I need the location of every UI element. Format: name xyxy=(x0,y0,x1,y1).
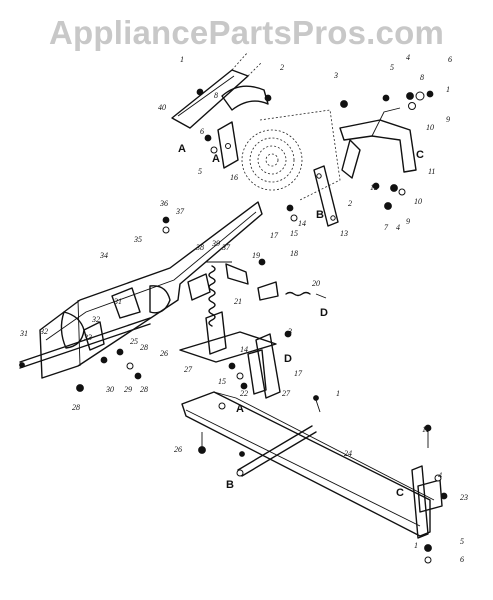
callout-5: 5 xyxy=(198,167,202,176)
callout-6: 6 xyxy=(448,55,452,64)
callout-20: 20 xyxy=(312,279,320,288)
callout-38: 38 xyxy=(195,243,204,252)
callout-9: 9 xyxy=(406,217,410,226)
callout-14: 14 xyxy=(298,219,306,228)
ref-letter-d: D xyxy=(320,307,328,319)
callout-40: 40 xyxy=(158,103,166,112)
callout-4: 4 xyxy=(396,223,400,232)
main-frame-assembly xyxy=(181,391,448,564)
callout-14: 14 xyxy=(240,345,248,354)
ref-letter-b: B xyxy=(316,209,324,221)
spring-pivot-assembly xyxy=(179,258,327,399)
callout-12: 12 xyxy=(370,183,378,192)
callout-6: 6 xyxy=(460,555,464,564)
ref-letter-d: D xyxy=(284,353,292,365)
callout-19: 19 xyxy=(252,251,260,260)
callout-10: 10 xyxy=(414,197,422,206)
ref-letter-a: A xyxy=(236,403,244,415)
callout-31: 31 xyxy=(113,297,122,306)
callout-23: 23 xyxy=(460,493,468,502)
callout-4: 4 xyxy=(406,53,410,62)
callout-29: 29 xyxy=(124,385,132,394)
callout-32: 32 xyxy=(91,315,100,324)
ref-letter-c: C xyxy=(396,487,404,499)
callout-28: 28 xyxy=(140,385,148,394)
callout-22: 22 xyxy=(240,389,248,398)
callout-37: 37 xyxy=(221,243,231,252)
reference-letters: A A A B B C C D D xyxy=(178,143,424,499)
callout-1: 1 xyxy=(446,85,450,94)
blade-assembly xyxy=(19,201,263,392)
upper-mount-assembly xyxy=(171,51,434,227)
hardware-stack-upper-right xyxy=(196,88,434,222)
callout-16: 16 xyxy=(230,173,238,182)
callout-4: 4 xyxy=(438,471,442,480)
callout-labels: 1 1 1 1 2 2 3 3 4 4 4 5 5 5 6 6 6 7 8 8 … xyxy=(19,53,468,564)
callout-27: 27 xyxy=(282,389,291,398)
callout-3: 3 xyxy=(287,327,292,336)
callout-32: 32 xyxy=(39,327,48,336)
callout-10: 10 xyxy=(426,123,434,132)
callout-30: 30 xyxy=(105,385,114,394)
callout-33: 33 xyxy=(83,333,92,342)
callout-15: 15 xyxy=(218,377,226,386)
callout-39: 39 xyxy=(211,239,220,248)
callout-7: 7 xyxy=(384,223,389,232)
ref-letter-b: B xyxy=(226,479,234,491)
callout-1: 1 xyxy=(336,389,340,398)
callout-17: 17 xyxy=(294,369,303,378)
ref-letter-a: A xyxy=(178,143,186,155)
callout-31: 31 xyxy=(19,329,28,338)
callout-36: 36 xyxy=(159,199,168,208)
callout-13: 13 xyxy=(340,229,348,238)
ref-letter-a: A xyxy=(212,153,220,165)
callout-35: 35 xyxy=(133,235,142,244)
callout-5: 5 xyxy=(460,537,464,546)
callout-9: 9 xyxy=(446,115,450,124)
callout-28: 28 xyxy=(140,343,148,352)
callout-15: 15 xyxy=(290,229,298,238)
callout-1: 1 xyxy=(180,55,184,64)
callout-25: 25 xyxy=(130,337,138,346)
callout-2: 2 xyxy=(348,199,352,208)
callout-8: 8 xyxy=(420,73,424,82)
callout-24: 24 xyxy=(344,449,352,458)
callout-6: 6 xyxy=(200,127,204,136)
callout-3: 3 xyxy=(333,71,338,80)
callout-34: 34 xyxy=(99,251,108,260)
callout-27: 27 xyxy=(184,365,193,374)
callout-17: 17 xyxy=(270,231,279,240)
callout-21: 21 xyxy=(234,297,242,306)
callout-8: 8 xyxy=(214,91,218,100)
callout-26: 26 xyxy=(160,349,168,358)
callout-11: 11 xyxy=(422,425,429,434)
callout-28: 28 xyxy=(72,403,80,412)
callout-18: 18 xyxy=(290,249,298,258)
callout-1: 1 xyxy=(414,541,418,550)
ref-letter-c: C xyxy=(416,149,424,161)
callout-11: 11 xyxy=(428,167,435,176)
callout-2: 2 xyxy=(280,63,284,72)
callout-26: 26 xyxy=(174,445,182,454)
callout-5: 5 xyxy=(390,63,394,72)
watermark: AppliancePartsPros.com xyxy=(48,14,445,51)
callout-37: 37 xyxy=(175,207,185,216)
